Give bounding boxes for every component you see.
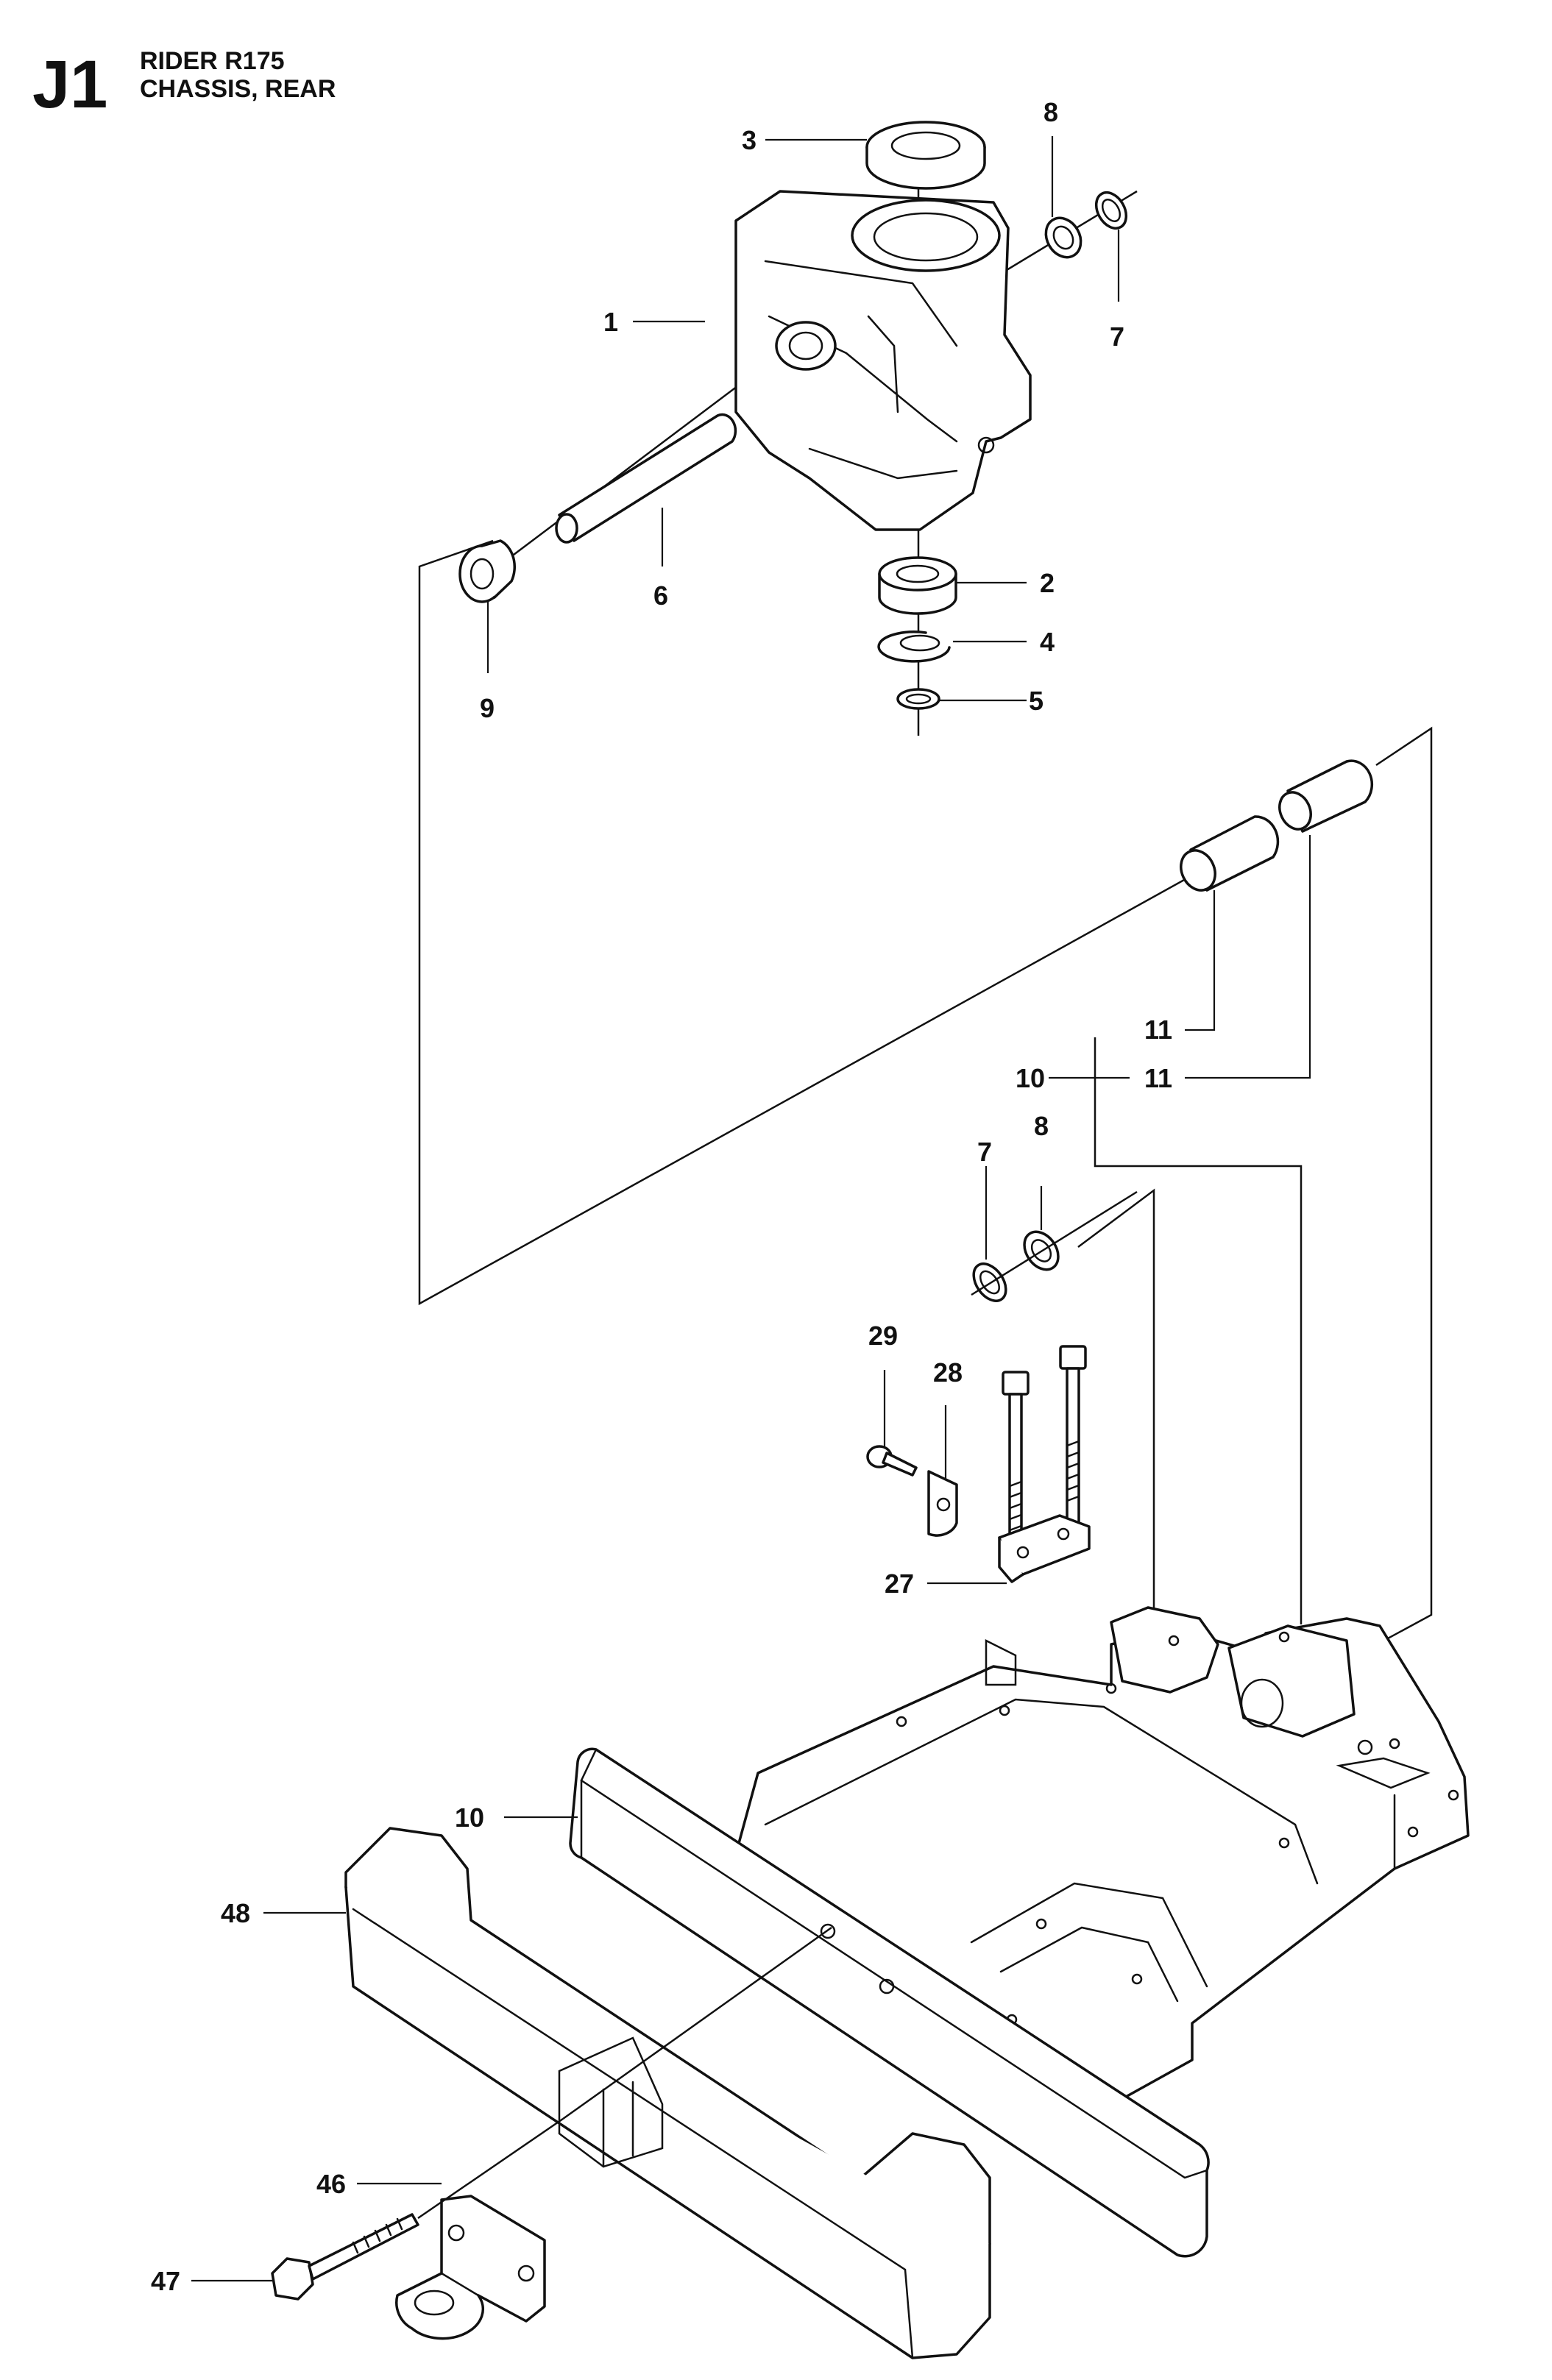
label-6: 6 [653,580,668,611]
label-47: 47 [151,2266,180,2296]
part-9-bushing [458,539,517,603]
section-title: CHASSIS, REAR [140,75,336,103]
label-3: 3 [742,125,756,155]
leader-lines [191,136,1311,2282]
label-11-a: 11 [1144,1015,1172,1045]
label-9: 9 [480,693,495,723]
label-10-bottom: 10 [455,1802,484,1833]
part-8-washer-top [1044,216,1082,259]
label-2: 2 [1040,568,1055,598]
frame-line-mid [1094,1037,1303,1624]
part-28-clip [927,1470,958,1537]
model-name: RIDER R175 [140,47,285,75]
label-11-b: 11 [1144,1063,1172,1093]
frame-line-clip [1077,1188,1155,1766]
part-27-bracket [998,1514,1091,1583]
label-46: 46 [316,2169,346,2199]
part-6-pivot-shaft [555,413,737,544]
part-2-bearing [878,556,957,615]
part-46-hitch [395,2195,546,2340]
diagram-header: J1 RIDER R175 CHASSIS, REAR [32,47,336,122]
label-7-top: 7 [1110,322,1124,352]
frame-line-right [1342,726,1433,1664]
part-47-bolt [271,1926,832,2301]
label-7-mid: 7 [977,1137,992,1167]
section-code: J1 [32,47,107,122]
part-29-screw [866,1445,918,1477]
part-10-bumper [569,1747,1210,2258]
axis-line-mid [971,1190,1138,1296]
part-3-seal [865,121,986,190]
label-28: 28 [933,1357,963,1388]
label-8-top: 8 [1043,97,1058,127]
part-48-weight [344,1827,991,2359]
label-48: 48 [221,1898,250,1928]
part-11-spacer-a [1180,815,1280,892]
part-7-circlip-top [1094,191,1128,230]
label-8-mid: 8 [1034,1111,1049,1141]
label-5: 5 [1029,686,1043,716]
label-29: 29 [868,1321,898,1351]
label-27: 27 [885,1569,914,1599]
label-1: 1 [603,307,618,337]
part-5-circlip [896,688,940,710]
bolt-long-right [1059,1345,1087,1524]
part-1-pivot-housing [734,190,1032,531]
label-10-mid: 10 [1016,1063,1045,1093]
frame-line-left [418,539,1226,1306]
part-4-retaining-ring [877,630,951,663]
label-4: 4 [1040,627,1055,657]
part-labels: 3 8 1 7 6 2 4 9 5 11 10 11 7 8 29 28 27 … [151,97,1172,2296]
part-11-spacer-b [1278,759,1374,833]
